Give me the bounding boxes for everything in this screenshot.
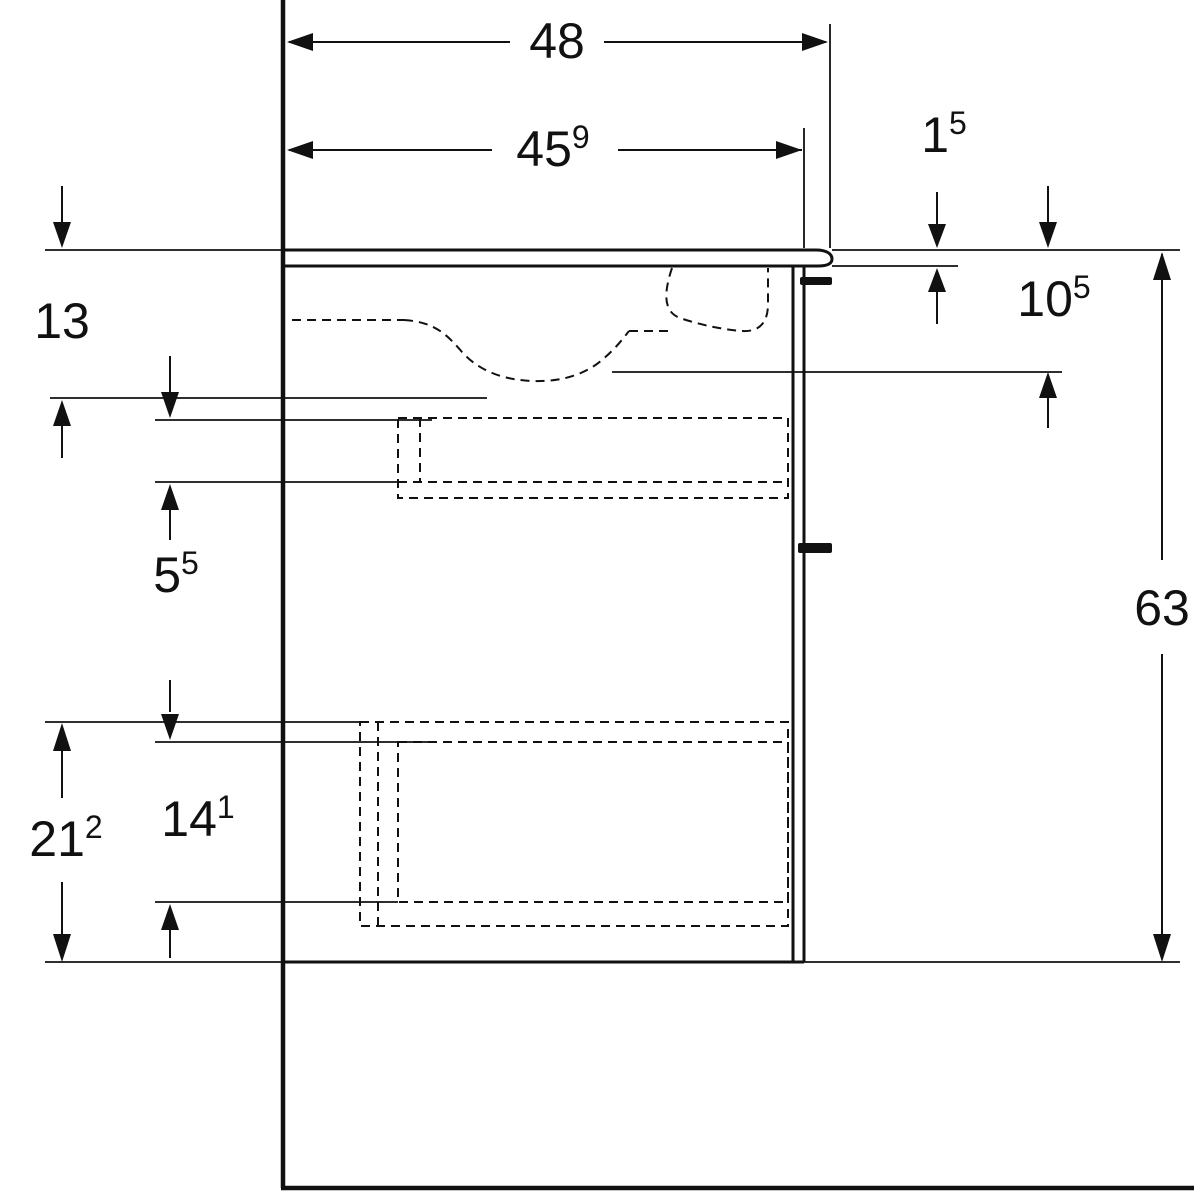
- dim-lower-front: 141: [161, 680, 235, 958]
- dim-top-zone-label: 13: [34, 293, 90, 349]
- dim-lower-zone-label: 212: [29, 809, 102, 867]
- arrowhead-up-icon: [161, 484, 179, 510]
- lower-drawer-dashed: [359, 721, 789, 927]
- arrowhead-up-icon: [161, 904, 179, 930]
- dim-upper-front-label: 55: [153, 545, 199, 603]
- overflow-channel: [665, 267, 769, 333]
- arrowhead-up-icon: [928, 268, 946, 292]
- dim-bowl-depth-label: 105: [1017, 269, 1090, 327]
- bowl-curve: [403, 319, 630, 383]
- arrowhead-right-icon: [776, 141, 802, 159]
- dim-rim-thickness: 15: [921, 105, 967, 324]
- arrowhead-down-icon: [53, 222, 71, 248]
- dim-bowl-depth: 105: [1017, 186, 1091, 428]
- arrowhead-up-icon: [1039, 372, 1057, 398]
- extension-lines: [45, 24, 1180, 963]
- arrowhead-down-icon: [161, 714, 179, 740]
- arrowhead-down-icon: [1039, 222, 1057, 248]
- arrowhead-down-icon: [161, 392, 179, 418]
- lower-drawer-handle: [798, 543, 832, 553]
- upper-drawer-dashed: [397, 417, 789, 499]
- counter-outline: [283, 248, 834, 268]
- arrowhead-up-icon: [53, 400, 71, 426]
- dim-cabinet-depth-label: 459: [516, 119, 589, 177]
- washbasin-counter: [283, 248, 834, 268]
- arrowhead-down-icon: [1153, 934, 1171, 962]
- dim-upper-front: 55: [153, 356, 199, 603]
- dim-total-height: 63: [1134, 252, 1190, 962]
- dim-cabinet-depth: 459: [287, 119, 802, 178]
- wall-and-floor: [280, 0, 1194, 1191]
- dim-total-height-label: 63: [1134, 580, 1190, 636]
- arrowhead-down-icon: [928, 224, 946, 248]
- arrowhead-right-icon: [802, 33, 828, 51]
- dim-total-depth: 48: [287, 13, 828, 70]
- basin-dashed-profile: [292, 267, 769, 383]
- dim-total-depth-label: 48: [529, 13, 585, 69]
- arrowhead-down-icon: [53, 934, 71, 962]
- arrowhead-left-icon: [287, 141, 313, 159]
- label-mask: [492, 122, 618, 178]
- cabinet-body: [283, 266, 832, 964]
- dim-rim-thickness-label: 15: [921, 105, 967, 163]
- upper-drawer-box: [397, 417, 789, 499]
- dim-lower-front-label: 141: [161, 789, 234, 847]
- lower-drawer-outer-box: [359, 721, 789, 927]
- lower-drawer-inner-box: [397, 741, 789, 903]
- label-mask: [510, 14, 604, 70]
- upper-drawer-handle: [800, 277, 832, 285]
- dim-lower-zone: 212: [29, 723, 103, 962]
- dim-top-zone: 13: [34, 186, 90, 458]
- arrowhead-left-icon: [287, 33, 313, 51]
